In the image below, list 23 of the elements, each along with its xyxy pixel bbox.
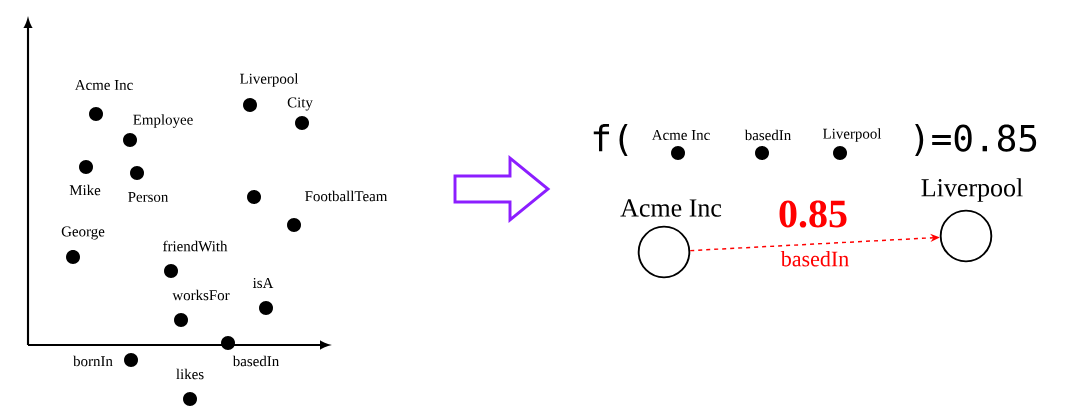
- point-label: isA: [252, 278, 274, 288]
- node-label: Acme Inc: [620, 199, 722, 217]
- point-label: bornIn: [73, 355, 113, 367]
- point-label: Person: [128, 192, 169, 202]
- point-label: basedIn: [744, 129, 791, 141]
- point-label: likes: [176, 368, 204, 380]
- formula-text: f(: [593, 123, 628, 157]
- point-label: basedIn: [232, 355, 279, 367]
- point-label: Liverpool: [240, 73, 299, 87]
- point-label: George: [61, 226, 105, 240]
- point-label: Mike: [69, 184, 101, 196]
- formula-text: )=0.85: [915, 123, 1037, 157]
- point-label: City: [287, 97, 313, 111]
- point-label: worksFor: [172, 289, 230, 301]
- point-label: Liverpool: [823, 128, 882, 142]
- score-label: 0.85: [779, 200, 847, 228]
- point-label: Acme Inc: [74, 80, 133, 90]
- point-label: friendWith: [163, 240, 228, 252]
- point-label: Acme Inc: [651, 130, 710, 140]
- point-label: FootballTeam: [305, 190, 388, 202]
- point-label: Employee: [133, 114, 193, 128]
- edge-label: basedIn: [779, 249, 851, 268]
- node-label: Liverpool: [921, 178, 1023, 202]
